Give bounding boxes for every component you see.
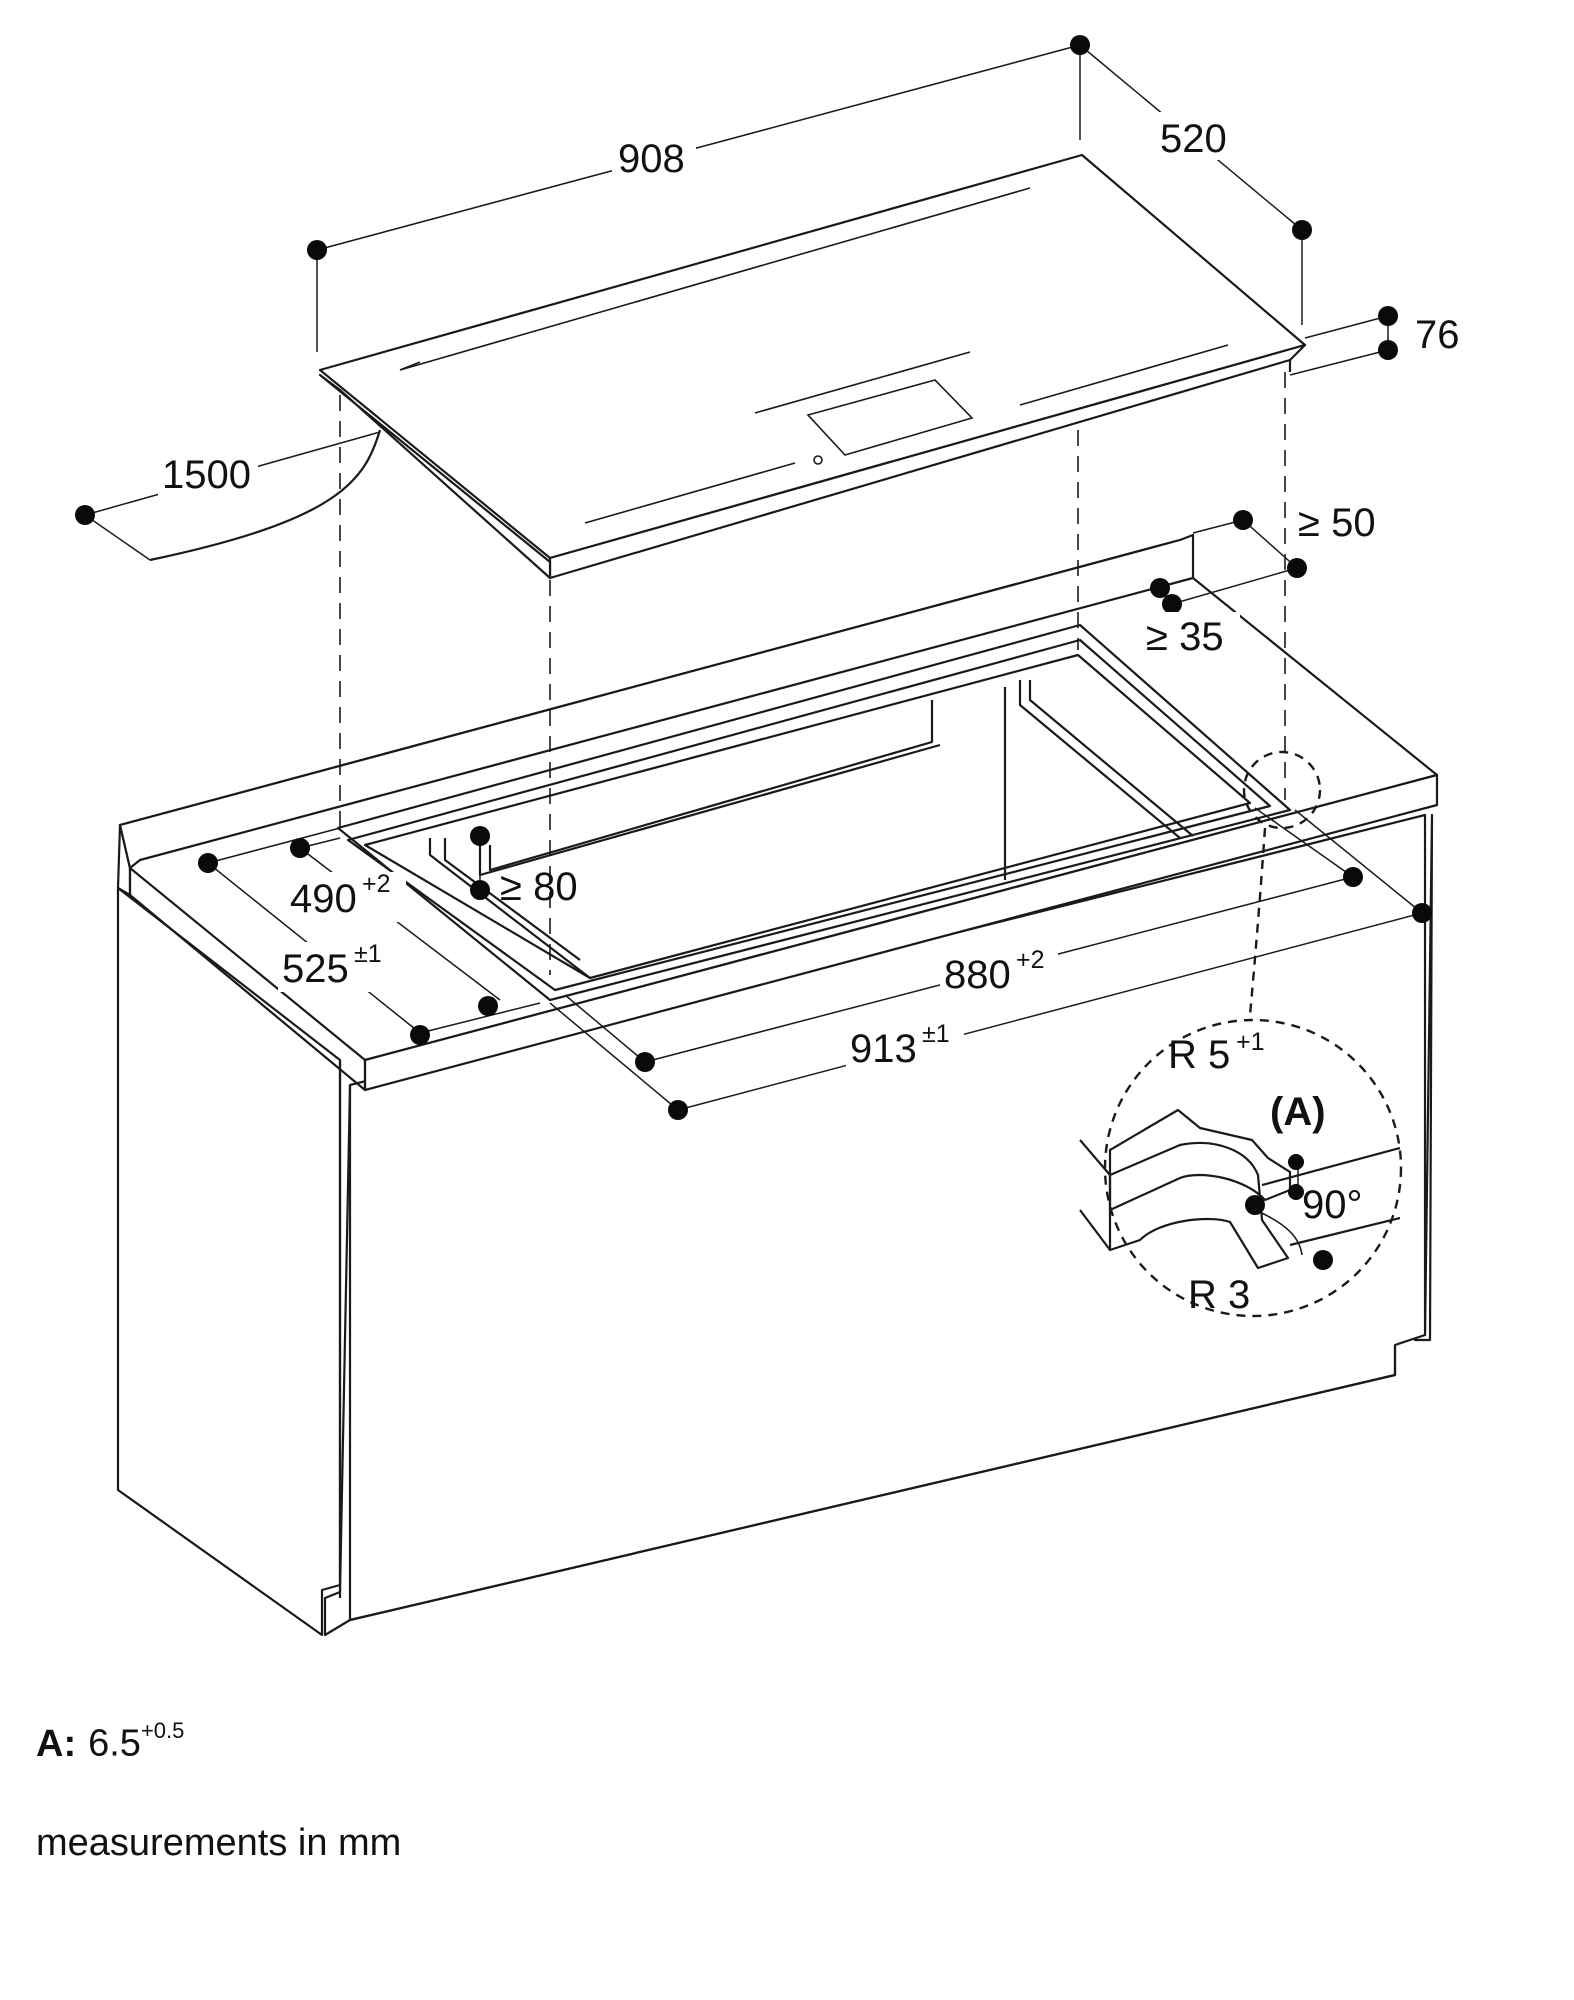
hob-body <box>318 373 552 580</box>
label-cutout-width-tol: +2 <box>1016 946 1045 974</box>
cutout-right-rail <box>1018 680 1181 839</box>
label-rear-clearance: ≥ 50 <box>1298 501 1376 545</box>
hob-zone-line <box>754 351 971 414</box>
detail-profile-section <box>1108 1141 1290 1270</box>
plinth-line <box>349 1345 1397 1622</box>
label-hob-depth: 520 <box>1160 117 1227 161</box>
cutout-back-rail <box>488 700 934 872</box>
label-cutout-depth: 490 <box>290 877 357 921</box>
note-a-tol: +0.5 <box>140 1718 185 1743</box>
label-cutout-depth-tol: +2 <box>362 870 391 898</box>
detail-circle <box>1103 1018 1403 1318</box>
cutout-left-wall <box>428 838 591 979</box>
cutout-right-rail-2 <box>1028 680 1194 837</box>
label-cutout-width: 880 <box>944 953 1011 997</box>
hob-zone-line <box>1019 344 1229 406</box>
detail-surface-line <box>1289 1216 1401 1247</box>
edge <box>129 894 366 1091</box>
units-note: measurements in mm <box>36 1822 402 1864</box>
cabinet <box>116 813 1434 1637</box>
hob-sensor <box>813 455 823 465</box>
dimension-lines <box>84 44 1423 1111</box>
dimension-labels: 908 520 76 1500 ≥ 50 ≥ 35 ≥ 80 490 +2 52… <box>158 112 1460 1072</box>
detail-profile-top <box>1108 1108 1292 1212</box>
installation-diagram: 908 520 76 1500 ≥ 50 ≥ 35 ≥ 80 490 +2 52… <box>75 35 1460 1637</box>
detail-surface-line <box>1261 1146 1401 1187</box>
label-marker-a: (A) <box>1270 1090 1326 1134</box>
worktop <box>116 533 1439 1092</box>
power-cable <box>149 429 382 562</box>
cutout-left-inner <box>443 838 581 961</box>
label-radius-outer: R 5 <box>1168 1033 1230 1077</box>
label-hob-width: 908 <box>618 137 685 181</box>
detail-angle-arc <box>1254 1209 1303 1256</box>
label-recess-width: 913 <box>850 1027 917 1071</box>
note-a-value: 6.5 <box>88 1722 141 1765</box>
detail-leader <box>1248 827 1267 1016</box>
recess-inner <box>346 638 1272 992</box>
label-cable-length: 1500 <box>162 453 251 497</box>
hob-zone-line <box>584 462 796 524</box>
label-hob-height: 76 <box>1415 313 1460 357</box>
label-side-clearance: ≥ 35 <box>1146 615 1224 659</box>
projection-lines <box>339 372 1286 975</box>
detail-callout: R 5 +1 (A) 90° R 3 <box>1079 750 1403 1318</box>
label-recess-depth: 525 <box>282 947 349 991</box>
dimension-dots <box>75 35 1432 1120</box>
label-front-clearance: ≥ 80 <box>500 865 578 909</box>
detail-edge <box>1079 1209 1111 1251</box>
detail-marker-circle <box>1242 750 1322 830</box>
label-recess-width-tol: ±1 <box>922 1020 950 1048</box>
cutout-opening <box>363 653 1252 980</box>
hob-zone-line <box>399 361 421 371</box>
label-radius-outer-tol: +1 <box>1236 1028 1265 1056</box>
label-radius-inner: R 3 <box>1188 1273 1250 1317</box>
detail-edge <box>1079 1139 1111 1176</box>
label-recess-depth-tol: ±1 <box>354 940 382 968</box>
note-a-key: A: <box>36 1722 77 1765</box>
label-angle: 90° <box>1302 1183 1363 1227</box>
hob-zone-line <box>399 187 1031 371</box>
hob <box>149 153 1307 580</box>
note-a: A: 6.5+0.5 <box>36 1718 184 1766</box>
hob-control-panel <box>806 379 974 456</box>
